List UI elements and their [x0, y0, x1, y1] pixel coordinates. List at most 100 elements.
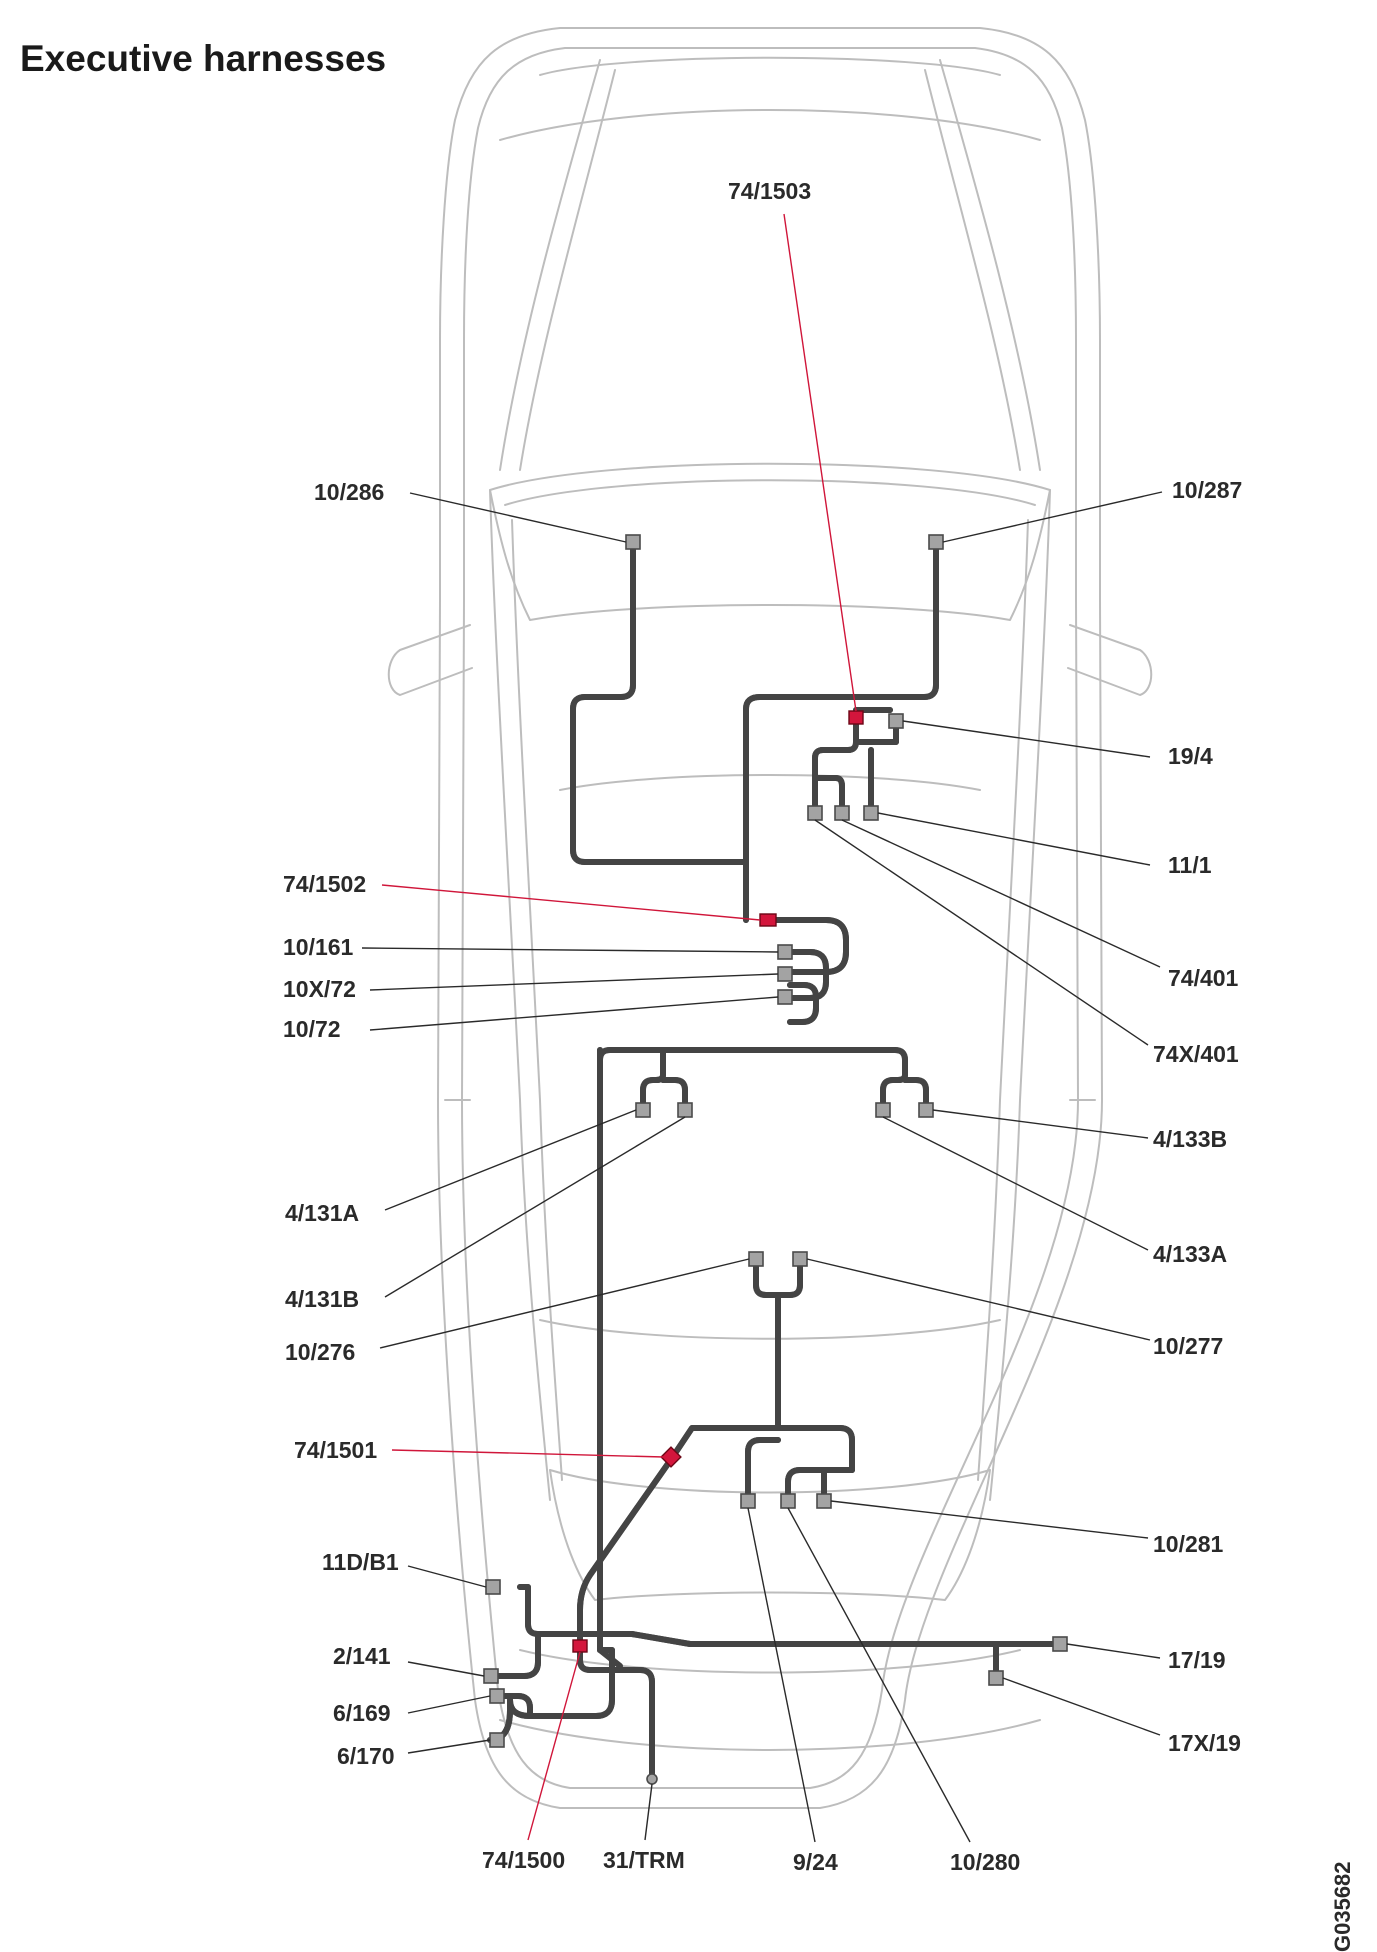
connector-4-133a [875, 1102, 891, 1118]
connector-2-141 [483, 1668, 499, 1684]
leader-74-1502 [381, 884, 761, 921]
label-74-401: 74/401 [1168, 965, 1239, 991]
label-19-4: 19/4 [1168, 743, 1213, 769]
leader-11d-b1 [407, 1565, 487, 1588]
wire-loop-10-161 [761, 917, 849, 975]
hood-line-right [939, 59, 1041, 471]
label-2-141: 2/141 [333, 1643, 391, 1669]
connector-10-72 [777, 989, 793, 1005]
leader-10x-72 [369, 973, 779, 991]
car-outline [387, 27, 1153, 1809]
connector-4-133b [918, 1102, 934, 1118]
leader-4-131a [384, 1109, 637, 1211]
label-74-1500: 74/1500 [482, 1847, 565, 1873]
leader-10-286 [409, 492, 627, 543]
label-17-19: 17/19 [1168, 1647, 1226, 1673]
label-11-1: 11/1 [1168, 852, 1212, 878]
window-right-inner [977, 519, 1029, 1481]
label-10-277: 10/277 [1153, 1333, 1223, 1359]
connector-11-1 [863, 805, 879, 821]
label-10-276: 10/276 [285, 1339, 355, 1365]
leader-10-280 [787, 1507, 971, 1843]
trunk-line [519, 1649, 1021, 1674]
connector-10-280 [780, 1493, 796, 1509]
leader-10-161 [361, 947, 779, 953]
label-74-1503: 74/1503 [728, 178, 811, 204]
leader-11-1 [877, 812, 1151, 866]
label-10-286: 10/286 [314, 479, 384, 505]
bumper-front [539, 56, 1001, 76]
connector-10x-72 [777, 966, 793, 982]
trunk-line-2 [499, 1719, 1041, 1751]
figure-code: G035682 [1330, 1861, 1355, 1952]
leader-4-133a [882, 1116, 1149, 1251]
connector-6-169 [489, 1688, 505, 1704]
page-title: Executive harnesses [20, 38, 387, 79]
leader-4-131b [384, 1116, 686, 1298]
leader-74x-401 [814, 819, 1149, 1046]
leader-4-133b [932, 1109, 1149, 1139]
leader-74-1501 [391, 1449, 665, 1458]
connector-74x-401 [807, 805, 823, 821]
connector-4-131b [677, 1102, 693, 1118]
label-10-287: 10/287 [1172, 477, 1242, 503]
label-10-281: 10/281 [1153, 1531, 1224, 1557]
label-4-133a: 4/133A [1153, 1241, 1227, 1267]
mirror-right [1067, 624, 1153, 696]
label-17x-19: 17X/19 [1168, 1730, 1241, 1756]
leader-17-19 [1066, 1643, 1161, 1659]
splice-74-1502 [759, 913, 777, 927]
connector-19-4 [888, 713, 904, 729]
leader-10-276 [379, 1258, 750, 1349]
hood-line-right-2 [924, 69, 1021, 471]
wire-branch-upper [812, 719, 859, 811]
wire-body-main [597, 1047, 908, 1078]
connector-10-286 [625, 534, 641, 550]
wire-diagonal [577, 1455, 675, 1648]
leader-10-287 [942, 491, 1163, 543]
label-74-1502: 74/1502 [283, 871, 366, 897]
connector-6-170 [489, 1732, 505, 1748]
splice-74-1500 [572, 1639, 588, 1653]
roof-rear [539, 1319, 1001, 1340]
leader-17x-19 [1002, 1677, 1161, 1736]
label-11d-b1: 11D/B1 [322, 1549, 399, 1575]
label-4-131b: 4/131B [285, 1286, 359, 1312]
leader-6-170 [407, 1739, 491, 1754]
pillar-right [989, 489, 1051, 1501]
connector-4-131a [635, 1102, 651, 1118]
window-left-inner [511, 519, 563, 1481]
wire-10-276-277 [753, 1262, 803, 1298]
roof-front [559, 774, 981, 791]
rear-window [549, 1469, 991, 1601]
connector-11d-b1 [485, 1579, 501, 1595]
connector-31-trm [646, 1773, 658, 1785]
connector-10-287 [928, 534, 944, 550]
label-10-72: 10/72 [283, 1016, 341, 1042]
harness-wires-core [490, 540, 1060, 1775]
label-74-1501: 74/1501 [294, 1437, 377, 1463]
splice-74-1501 [660, 1446, 682, 1468]
leader-10-277 [806, 1258, 1151, 1341]
connector-17-19 [1052, 1636, 1068, 1652]
wire-rear-upper [669, 1425, 855, 1473]
connector-10-276 [748, 1251, 764, 1267]
hood-line-left-2 [519, 69, 616, 471]
leader-2-141 [407, 1661, 485, 1677]
leader-74-1503 [783, 213, 857, 712]
windscreen-inner [504, 479, 1036, 506]
wire-2-141 [489, 1631, 541, 1679]
leader-6-169 [407, 1695, 491, 1714]
connector-10-281 [816, 1493, 832, 1509]
leader-31-trm [644, 1783, 653, 1841]
connector-10-161 [777, 944, 793, 960]
wire-front-main [570, 537, 749, 865]
leader-74-401 [841, 819, 1161, 968]
leader-19-4 [902, 720, 1151, 758]
connector-74-401 [834, 805, 850, 821]
connector-9-24 [740, 1493, 756, 1509]
label-10-280: 10/280 [950, 1849, 1020, 1875]
hood-line-left [499, 59, 601, 471]
wire-rear-9-24 [745, 1437, 781, 1503]
